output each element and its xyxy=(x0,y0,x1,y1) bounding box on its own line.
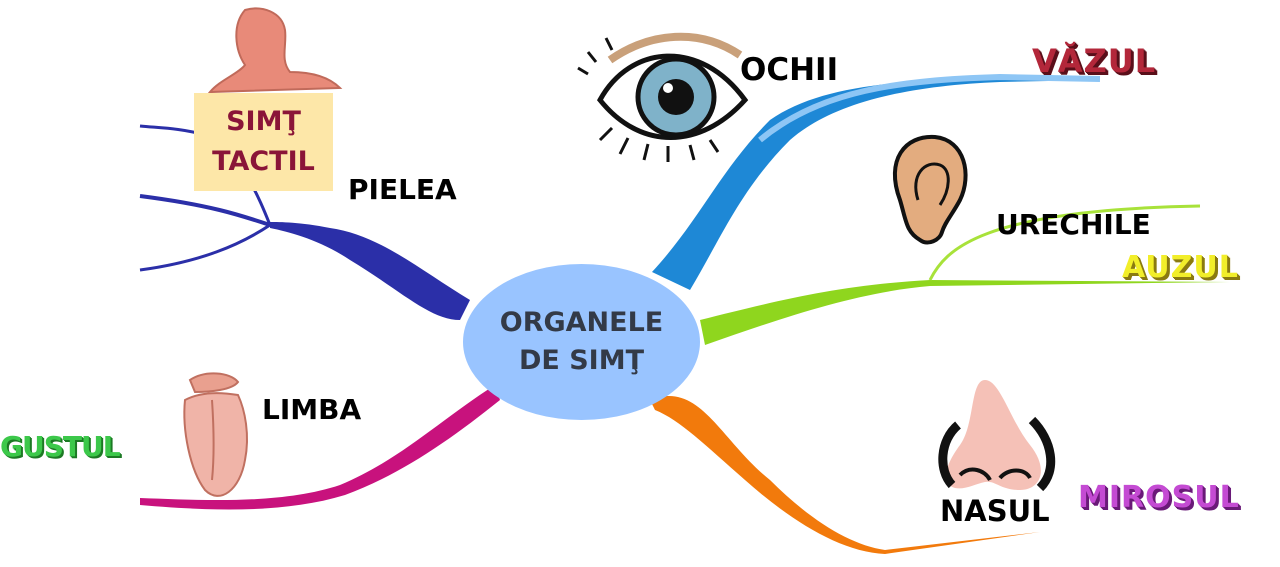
sense-tactil-box: SIMŢ TACTIL xyxy=(194,93,333,191)
sense-tactil-line-1: SIMŢ xyxy=(226,106,301,137)
organ-label-ochii: OCHII xyxy=(740,52,839,88)
branch-skin-fork-1 xyxy=(139,194,271,227)
branch-ears-upper xyxy=(928,204,1201,281)
sense-label-vazul: VĂZUL xyxy=(1032,42,1157,80)
tongue-icon xyxy=(183,372,248,497)
branch-ears xyxy=(700,280,1230,345)
center-line-1: ORGANELE xyxy=(499,307,664,338)
branch-tongue xyxy=(140,385,500,510)
branch-eyes xyxy=(652,78,1100,290)
sense-tactil-line-2: TACTIL xyxy=(212,146,315,177)
sense-label-gustul: GUSTUL xyxy=(0,430,121,463)
organ-label-limba: LIMBA xyxy=(262,393,362,426)
branch-eyes-tail xyxy=(758,73,1101,143)
person-icon xyxy=(207,7,343,94)
nose-icon xyxy=(938,380,1056,492)
organ-label-urechile: URECHILE xyxy=(996,208,1151,241)
eye-icon xyxy=(577,32,749,162)
organ-label-pielea: PIELEA xyxy=(348,173,457,206)
center-node: ORGANELE DE SIMŢ xyxy=(463,264,700,420)
sense-label-auzul: AUZUL xyxy=(1122,250,1239,285)
sense-label-mirosul: MIROSUL xyxy=(1078,480,1240,515)
branch-nose xyxy=(650,396,1040,554)
branch-skin-fork-3 xyxy=(139,223,271,272)
branch-skin xyxy=(270,222,470,320)
organ-label-nasul: NASUL xyxy=(940,494,1050,528)
ear-icon xyxy=(893,134,968,245)
center-line-2: DE SIMŢ xyxy=(518,345,645,376)
